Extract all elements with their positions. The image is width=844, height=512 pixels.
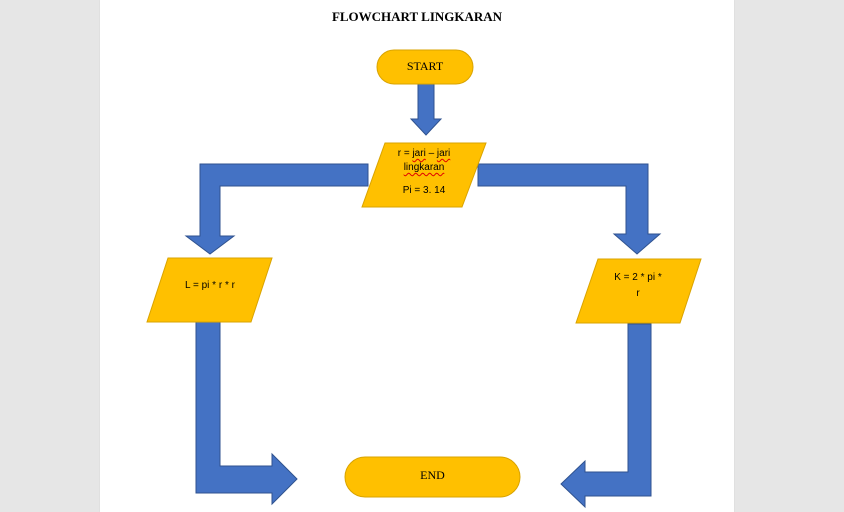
input-label: r = jari – jari lingkaran Pi = 3. 14 (362, 147, 486, 198)
arrow-area-to-end (195, 321, 298, 506)
start-terminal (376, 49, 474, 85)
end-label: END (420, 468, 445, 482)
arrow-input-to-area (184, 163, 369, 255)
start-label: START (406, 59, 444, 73)
circumference-label: K = 2 * pi * r (588, 271, 688, 301)
circumference-parallelogram (575, 258, 702, 324)
arrow-input-to-circumference (477, 163, 662, 255)
circumference-label-line1: K = 2 * pi * (614, 272, 662, 283)
arrow-start-to-input (409, 83, 443, 136)
area-label: L = pi * r * r (185, 280, 235, 291)
input-label-line2: lingkaran (403, 162, 445, 173)
flowchart-title: FLOWCHART LINGKARAN (331, 9, 503, 24)
input-label-line1: r = jari – jari (397, 148, 451, 159)
input-parallelogram (361, 142, 487, 208)
circumference-label-line2: r (636, 288, 640, 299)
end-terminal (344, 456, 521, 498)
arrow-circumference-to-end (560, 323, 652, 509)
area-parallelogram (146, 257, 273, 323)
input-label-line3: Pi = 3. 14 (402, 185, 446, 196)
